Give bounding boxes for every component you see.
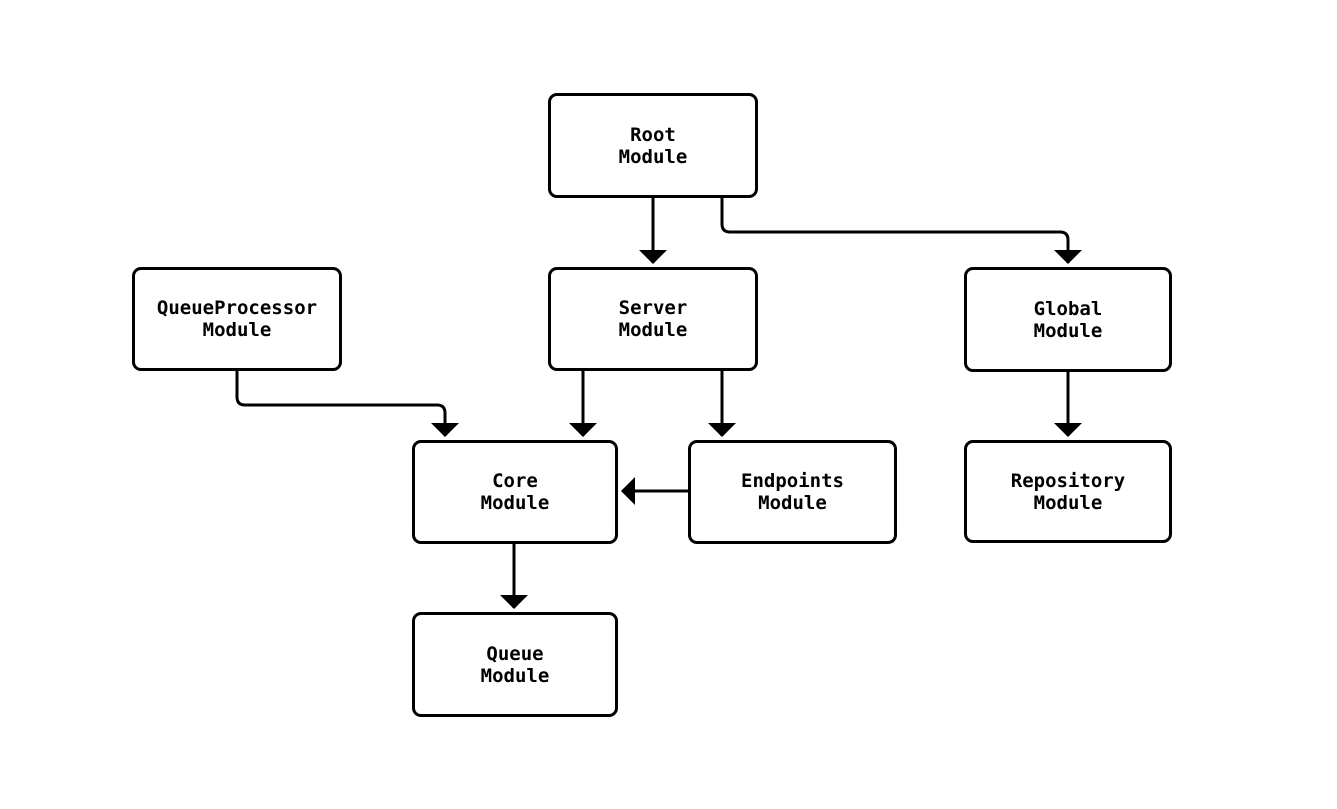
node-repository-module: Repository Module <box>964 440 1172 543</box>
node-server-module-label: Server Module <box>618 297 688 341</box>
node-endpoints-module-label: Endpoints Module <box>741 470 844 514</box>
node-root-module: Root Module <box>548 93 758 198</box>
node-endpoints-module: Endpoints Module <box>688 440 897 544</box>
node-queueprocessor-module-label: QueueProcessor Module <box>156 297 318 341</box>
node-queue-module: Queue Module <box>412 612 618 717</box>
node-global-module-label: Global Module <box>1033 297 1103 342</box>
node-queue-module-label: Queue Module <box>480 642 550 687</box>
edge-root-to-global <box>720 198 1082 264</box>
node-core-module-label: Core Module <box>480 470 550 514</box>
node-core-module: Core Module <box>412 440 618 544</box>
node-queueprocessor-module: QueueProcessor Module <box>132 267 342 371</box>
edge-queueprocessor-to-core <box>235 371 459 437</box>
node-repository-module-label: Repository Module <box>1010 469 1126 514</box>
node-root-module-label: Root Module <box>618 123 688 168</box>
node-server-module: Server Module <box>548 267 758 371</box>
node-global-module: Global Module <box>964 267 1172 372</box>
